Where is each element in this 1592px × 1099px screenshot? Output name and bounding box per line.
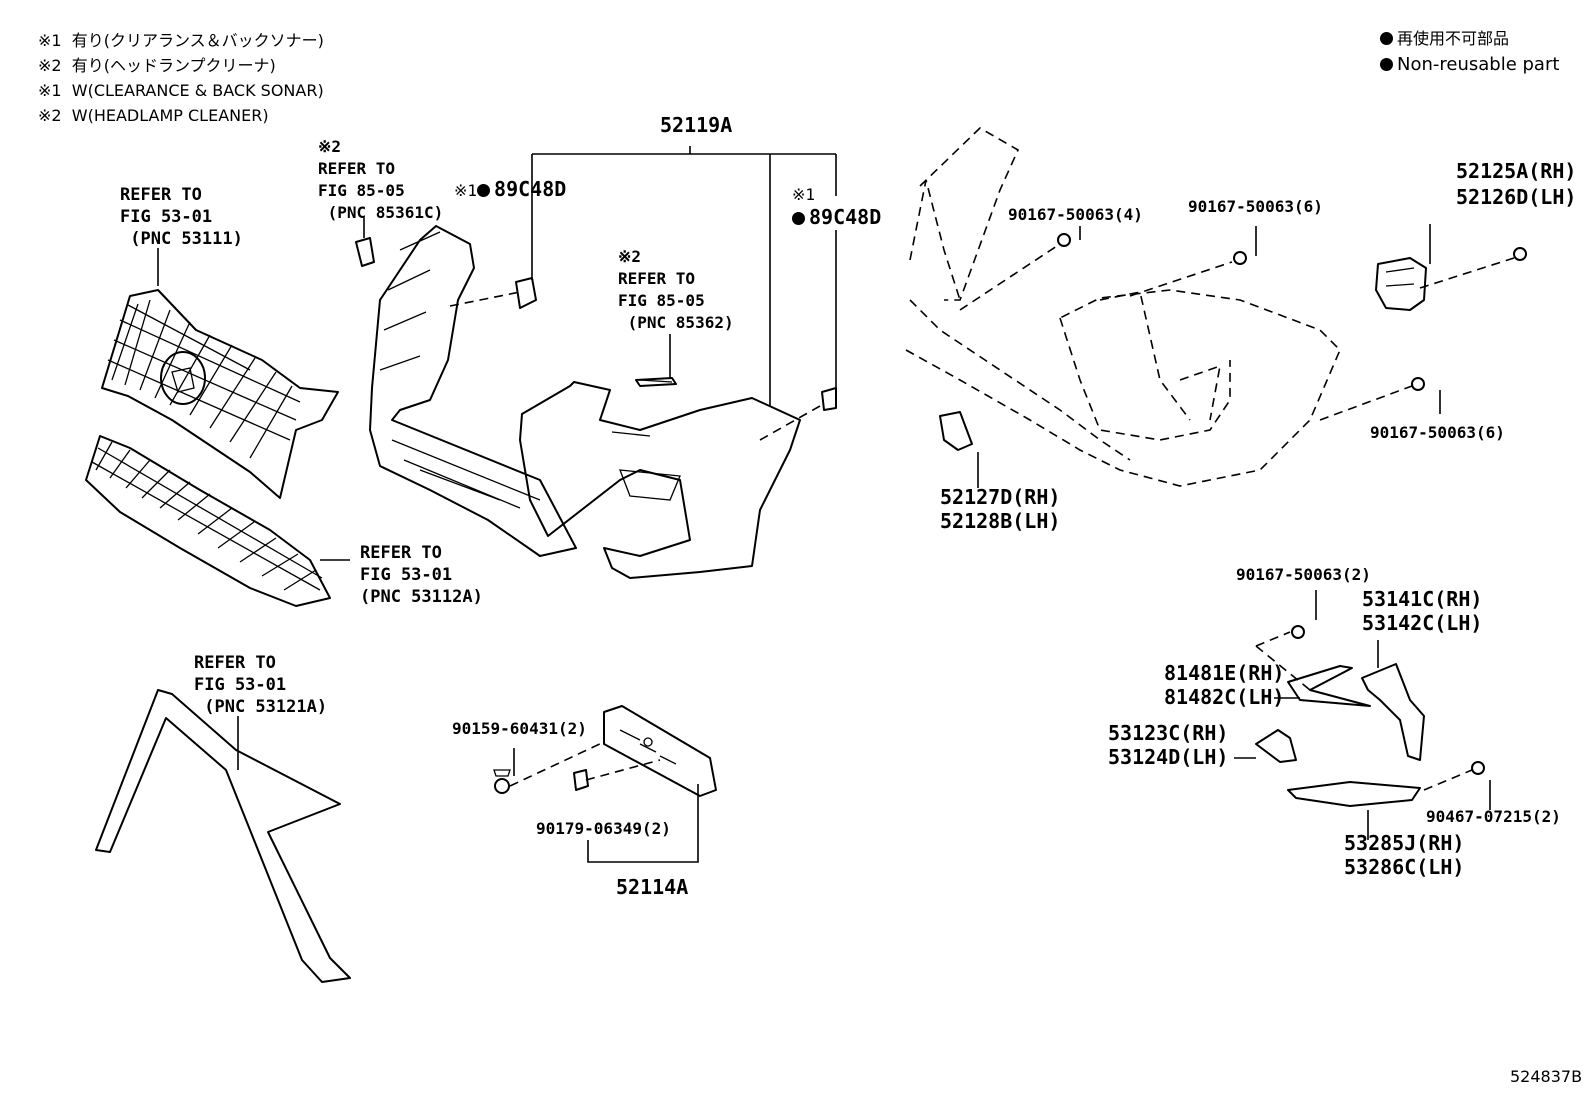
part-89c48d-label-a[interactable]: ※1 89C48D bbox=[454, 178, 566, 202]
part-90179-label[interactable]: 90179-06349(2) bbox=[536, 819, 671, 838]
part-53123c-label[interactable]: 53123C(RH) bbox=[1108, 721, 1229, 745]
lower-right-parts-drawing bbox=[1255, 625, 1485, 807]
non-reusable-dot-icon bbox=[792, 212, 805, 225]
ref-85361c-label[interactable]: ※2 REFER TO FIG 85-05 (PNC 85361C) bbox=[318, 137, 444, 222]
note-mark-1: ※1 bbox=[454, 181, 478, 200]
part-90167-6a-label[interactable]: 90167-50063(6) bbox=[1188, 197, 1323, 216]
part-90167-6b-label[interactable]: 90167-50063(6) bbox=[1370, 423, 1505, 442]
part-81481e-label[interactable]: 81481E(RH) bbox=[1164, 661, 1285, 685]
part-53285j-label[interactable]: 53285J(RH) bbox=[1344, 831, 1465, 855]
non-reusable-dot-icon bbox=[1380, 32, 1393, 45]
note-en-1: ※1 W(CLEARANCE & BACK SONAR) bbox=[38, 81, 324, 100]
legend-en-text: Non-reusable part bbox=[1397, 54, 1560, 75]
part-52128b-label[interactable]: 52128B(LH) bbox=[940, 509, 1061, 533]
part-90167-4-label[interactable]: 90167-50063(4) bbox=[1008, 205, 1143, 224]
ref-53111-label[interactable]: REFER TO FIG 53-01 (PNC 53111) bbox=[120, 185, 243, 249]
part-53141c-label[interactable]: 53141C(RH) bbox=[1362, 587, 1483, 611]
note-en-2: ※2 W(HEADLAMP CLEANER) bbox=[38, 106, 269, 125]
bumper-outline-drawing bbox=[905, 127, 1341, 487]
non-reusable-dot-icon bbox=[477, 184, 491, 197]
bumper-cover-drawing bbox=[369, 225, 801, 579]
ref-53112a-label[interactable]: REFER TO FIG 53-01 (PNC 53112A) bbox=[360, 543, 483, 607]
bracket-drawing bbox=[939, 233, 1527, 451]
part-53286c-label[interactable]: 53286C(LH) bbox=[1344, 855, 1465, 879]
part-53142c-label[interactable]: 53142C(LH) bbox=[1362, 611, 1483, 635]
diagram-id: 524837B bbox=[1510, 1067, 1583, 1086]
grille-moulding-drawing bbox=[95, 689, 351, 983]
ref-85362-label[interactable]: ※2 REFER TO FIG 85-05 (PNC 85362) bbox=[618, 247, 734, 332]
part-number-text: 89C48D bbox=[809, 205, 882, 229]
leader-lines bbox=[157, 146, 1515, 863]
part-52119a-label[interactable]: 52119A bbox=[660, 113, 733, 137]
small-parts-drawing bbox=[355, 237, 837, 794]
ref-53121a-label[interactable]: REFER TO FIG 53-01 (PNC 53121A) bbox=[194, 653, 328, 717]
lower-grille-drawing bbox=[85, 435, 331, 607]
legend-jp: 再使用不可部品 bbox=[1380, 26, 1509, 51]
part-53124d-label[interactable]: 53124D(LH) bbox=[1108, 745, 1229, 769]
part-90159-label[interactable]: 90159-60431(2) bbox=[452, 719, 587, 738]
part-number-text: 89C48D bbox=[494, 177, 567, 201]
part-52127d-label[interactable]: 52127D(RH) bbox=[940, 485, 1061, 509]
upper-grille-drawing bbox=[101, 289, 339, 499]
legend-en: Non-reusable part bbox=[1380, 52, 1559, 77]
note-jp-2: ※2 有り(ヘッドランプクリーナ) bbox=[38, 56, 276, 75]
note-jp-1: ※1 有り(クリアランス＆バックソナー) bbox=[38, 31, 324, 50]
note-mark-1: ※1 bbox=[792, 185, 816, 204]
part-90467-label[interactable]: 90467-07215(2) bbox=[1426, 807, 1561, 826]
license-bracket-drawing bbox=[603, 705, 717, 797]
part-52114a-label[interactable]: 52114A bbox=[616, 875, 689, 899]
non-reusable-dot-icon bbox=[1380, 58, 1393, 71]
legend-jp-text: 再使用不可部品 bbox=[1397, 29, 1510, 48]
part-81482c-label[interactable]: 81482C(LH) bbox=[1164, 685, 1285, 709]
part-52125a-label[interactable]: 52125A(RH) bbox=[1456, 159, 1577, 183]
part-90167-2-label[interactable]: 90167-50063(2) bbox=[1236, 565, 1371, 584]
part-52126d-label[interactable]: 52126D(LH) bbox=[1456, 185, 1577, 209]
